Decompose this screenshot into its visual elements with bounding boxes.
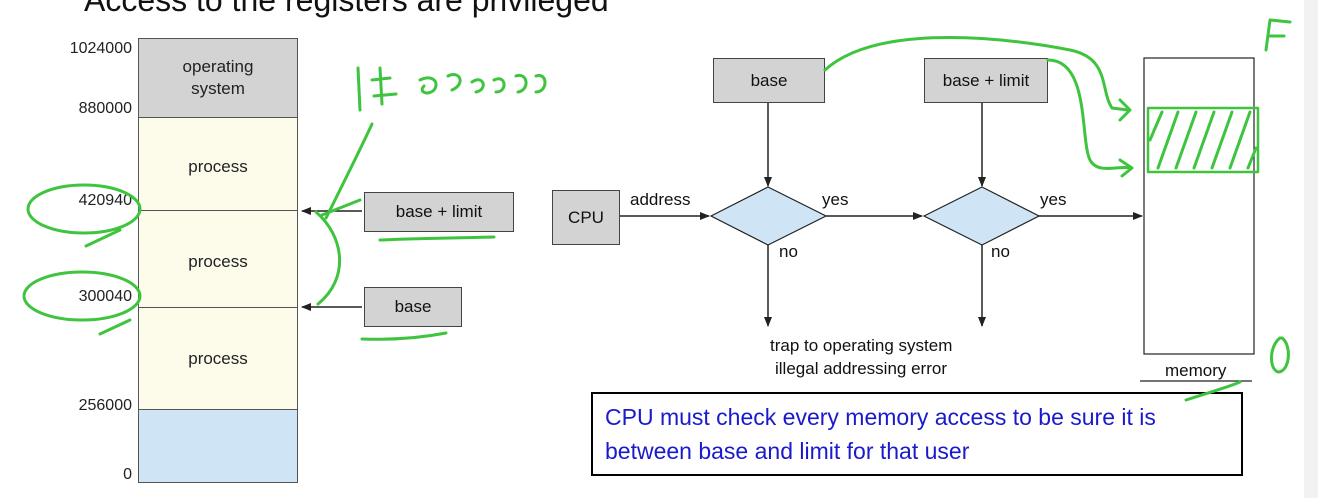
yes-label: yes: [822, 190, 849, 209]
base-limit-register-box: base + limit: [924, 58, 1048, 103]
process-segment: [138, 307, 298, 410]
address-label: address: [630, 190, 691, 209]
no-label: no: [991, 242, 1010, 261]
lt-diamond: [922, 186, 1041, 246]
note-box: CPU must check every memory access to be…: [591, 392, 1243, 476]
address-label: 880000: [78, 100, 132, 117]
base-register-box: base: [713, 58, 825, 103]
trap-text-line1: trap to operating system: [770, 336, 953, 355]
process-segment: [138, 117, 298, 211]
process-segment: [138, 210, 298, 308]
trap-text-line2: illegal addressing error: [775, 359, 947, 378]
pen-annotations: [22, 18, 1292, 402]
process-label: process: [188, 157, 248, 176]
memory-label: memory: [1165, 361, 1227, 380]
base-register: base: [364, 287, 462, 327]
slide-title: Access to the registers are privileged: [84, 0, 609, 18]
process-label: process: [188, 349, 248, 368]
base-limit-register: base + limit: [364, 192, 514, 232]
address-label: 0: [123, 466, 132, 483]
cpu-box: CPU: [552, 190, 620, 245]
free-segment: [138, 409, 298, 483]
memory-box: [1143, 57, 1255, 355]
address-label: 420940: [78, 192, 132, 209]
os-segment: [138, 38, 298, 118]
address-label: 1024000: [69, 40, 132, 57]
ge-diamond: [709, 186, 828, 246]
process-label: process: [188, 252, 248, 271]
os-label: operating system: [182, 57, 254, 98]
no-label: no: [779, 242, 798, 261]
scrollbar-track[interactable]: [1304, 0, 1318, 498]
address-label: 300040: [78, 288, 132, 305]
yes-label: yes: [1040, 190, 1067, 209]
address-label: 256000: [78, 397, 132, 414]
